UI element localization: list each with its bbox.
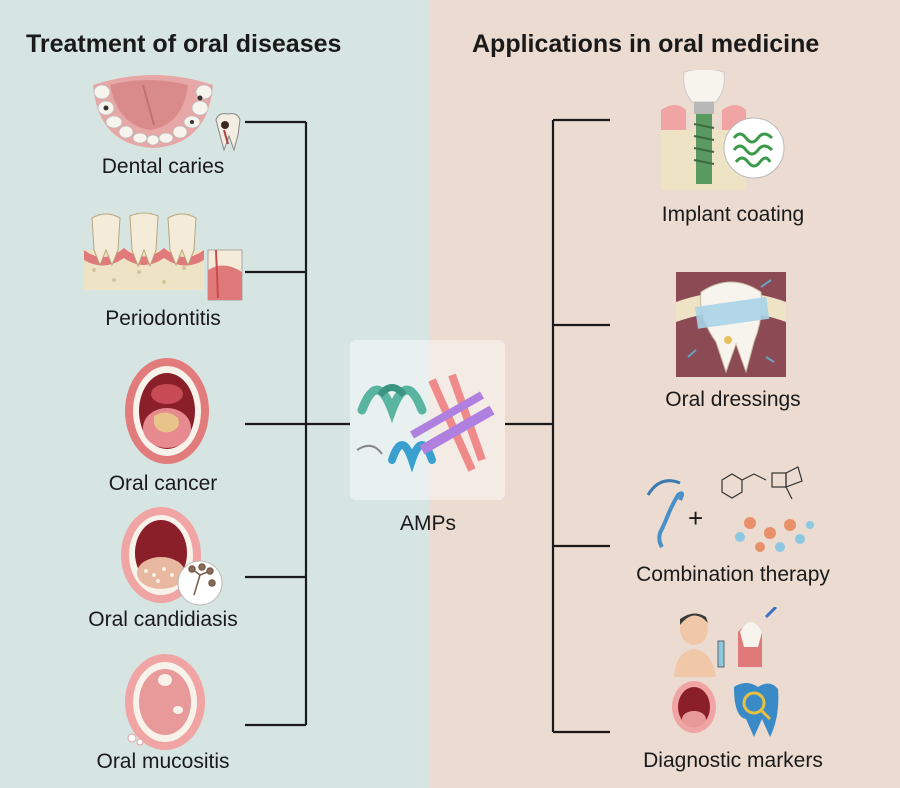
label-periodontitis: Periodontitis: [105, 307, 221, 330]
upper-jaw-caries-icon: [93, 75, 241, 152]
diagnostic-markers-icon: [672, 607, 779, 737]
tooth-dressing-icon: [676, 272, 786, 377]
oral-candidiasis-mouth-icon: [121, 507, 223, 606]
left-panel: [0, 0, 430, 788]
amp-protein-structure-icon: [356, 373, 495, 473]
label-oral-cancer: Oral cancer: [108, 472, 218, 495]
periodontitis-icon: [84, 212, 243, 301]
right-panel-heading: Applications in oral medicine: [472, 30, 820, 58]
label-combination-therapy: Combination therapy: [636, 563, 830, 586]
left-panel-heading: Treatment of oral diseases: [26, 30, 342, 58]
label-diagnostic-markers: Diagnostic markers: [643, 749, 823, 772]
dental-implant-icon: [661, 70, 785, 190]
label-amps: AMPs: [399, 512, 457, 535]
label-dental-caries: Dental caries: [101, 155, 225, 178]
label-oral-mucositis: Oral mucositis: [96, 750, 230, 773]
svg-text:+: +: [688, 503, 703, 533]
label-oral-candidiasis: Oral candidiasis: [88, 608, 238, 631]
combination-therapy-icon: +: [646, 466, 814, 552]
label-oral-dressings: Oral dressings: [665, 388, 801, 411]
oral-cancer-mouth-icon: [125, 358, 209, 464]
oral-mucositis-mouth-icon: [125, 654, 205, 750]
label-implant-coating: Implant coating: [661, 203, 805, 226]
